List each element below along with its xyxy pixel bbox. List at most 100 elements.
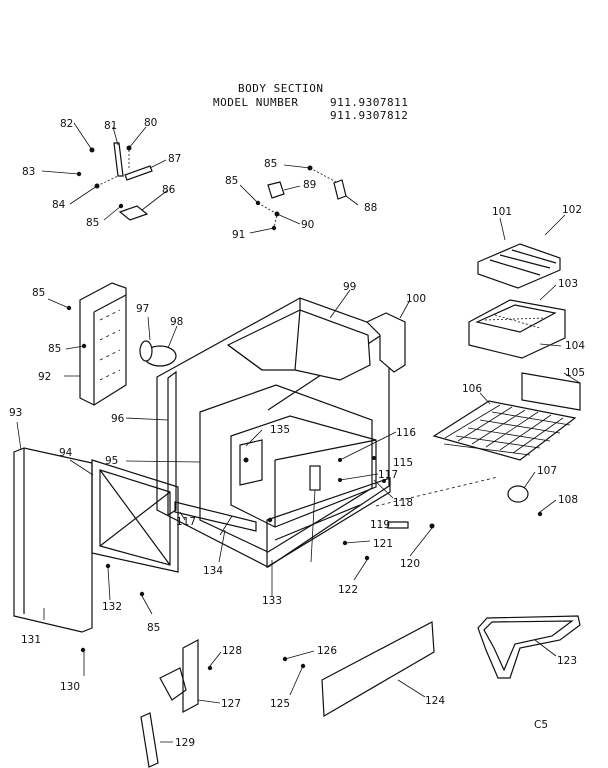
callout-88: 88 — [364, 202, 377, 214]
callout-83: 83 — [22, 166, 35, 178]
callout-133: 134 — [203, 565, 223, 577]
leader-line — [534, 639, 557, 657]
side-panel-92 — [47, 282, 127, 406]
callout-134: 135 — [270, 424, 290, 436]
bake-element-outline — [477, 615, 581, 679]
callout-122: 123 — [557, 655, 577, 667]
leader-lines — [239, 164, 359, 234]
small-fasteners — [342, 521, 435, 581]
callout-labels: 82 81 80 87 83 86 84 85 85 85 89 88 90 9… — [9, 117, 585, 749]
callout-84: 84 — [52, 199, 66, 211]
door-hinge — [140, 639, 222, 768]
screw — [207, 665, 213, 671]
callout-123: 124 — [425, 695, 445, 707]
callout-132: 133 — [262, 595, 282, 607]
leader-lines — [160, 651, 222, 743]
callout-89: 89 — [303, 179, 316, 191]
leader-line — [399, 299, 411, 319]
screw — [429, 523, 435, 529]
inner-cavity — [230, 415, 377, 528]
side-panel-perforations — [99, 309, 121, 381]
callout-129: 130 — [60, 681, 80, 693]
callout-90: 90 — [301, 219, 314, 231]
broil-element — [477, 214, 566, 289]
callout-98: 98 — [170, 316, 183, 328]
leader-lines — [125, 289, 397, 596]
callout-114: 115 — [393, 457, 413, 469]
thermostat-bracket — [239, 439, 263, 486]
callout-118: 119 — [370, 519, 390, 531]
callout-96: 96 — [111, 413, 125, 425]
leader-lines — [479, 372, 581, 405]
screw — [364, 555, 370, 561]
callout-93: 93 — [9, 407, 22, 419]
door-frame — [91, 459, 179, 573]
callout-85: 85 — [32, 287, 45, 299]
hinge-bracket — [113, 142, 124, 177]
callout-85: 85 — [264, 158, 277, 170]
screw — [382, 479, 386, 483]
callout-106: 106 — [462, 383, 482, 395]
leader-lines — [284, 650, 426, 698]
callout-81: 81 — [104, 120, 117, 132]
rack-frame — [432, 400, 577, 461]
door-hinge-arm — [182, 639, 199, 713]
broil-element-coils — [489, 249, 557, 276]
door-hinge-link — [159, 667, 187, 701]
kick-panel — [282, 621, 435, 718]
door-assembly — [13, 421, 257, 676]
callout-91: 91 — [232, 229, 245, 241]
callout-85: 85 — [225, 175, 238, 187]
leader-lines — [16, 421, 226, 676]
assembly-lines — [96, 150, 130, 187]
kick-panel-outline — [321, 621, 435, 718]
callout-119: 120 — [400, 558, 420, 570]
callout-108: 108 — [558, 494, 578, 506]
screw — [105, 563, 111, 569]
model-number-2: 911.9307812 — [330, 109, 408, 122]
bake-element-inner — [483, 620, 574, 672]
door-panel — [13, 447, 93, 633]
callout-125: 126 — [317, 645, 337, 657]
lower-frame — [266, 477, 391, 569]
door-strip — [174, 501, 257, 532]
callout-99: 99 — [343, 281, 356, 293]
latch-block — [267, 181, 285, 199]
assembly-line — [375, 476, 499, 507]
callout-116: 117 — [176, 516, 196, 528]
hinge-pin — [124, 165, 153, 181]
callout-126: 127 — [221, 698, 241, 710]
inner-cavity-edges — [274, 439, 377, 527]
callout-85: 85 — [86, 217, 99, 229]
screw — [537, 511, 543, 517]
callout-82: 82 — [60, 118, 73, 130]
oven-body — [125, 289, 397, 596]
door-frame-inner — [99, 469, 171, 566]
callout-92: 92 — [38, 371, 51, 383]
broiler-pan-grid — [475, 304, 557, 333]
model-number-1: 911.9307811 — [330, 96, 408, 109]
callout-94: 94 — [59, 447, 73, 459]
burner-fitting-group — [139, 316, 178, 367]
callout-97: 97 — [136, 303, 149, 315]
callout-80: 80 — [144, 117, 157, 129]
callout-128: 129 — [175, 737, 195, 749]
oven-sensor — [309, 465, 321, 491]
section-title: BODY SECTION — [238, 82, 323, 95]
callout-120: 121 — [373, 538, 393, 550]
callout-100: 100 — [406, 293, 426, 305]
light-ring — [507, 485, 529, 503]
latch-clip — [333, 179, 347, 200]
callout-102: 102 — [562, 204, 582, 216]
leader-lines — [523, 471, 557, 513]
callout-103: 103 — [558, 278, 578, 290]
callout-105: 105 — [565, 367, 585, 379]
light-parts — [375, 471, 557, 517]
callout-130: 131 — [21, 634, 41, 646]
footer-code: C5 — [534, 719, 548, 731]
side-panel-outline — [79, 282, 127, 406]
leader-lines — [147, 316, 178, 349]
callout-127: 128 — [222, 645, 242, 657]
callout-87: 87 — [168, 153, 181, 165]
callout-95: 95 — [105, 455, 118, 467]
